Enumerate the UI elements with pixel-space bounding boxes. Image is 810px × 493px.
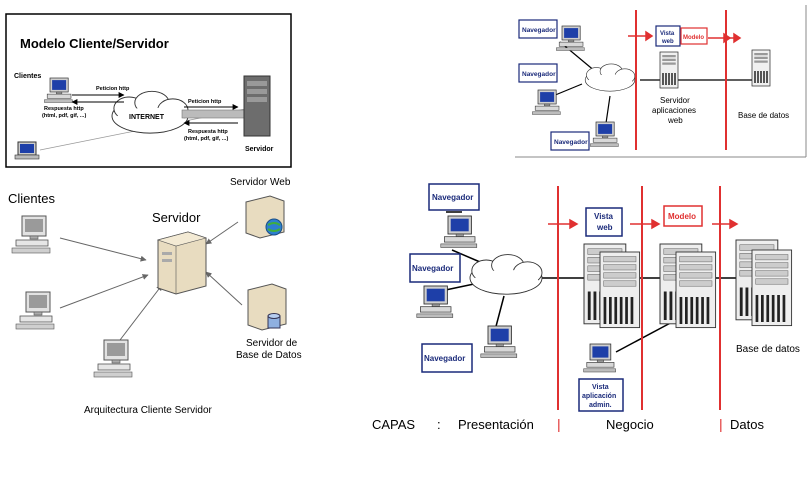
browser-box: Navegador [428,183,480,211]
response-label-left-1: Respuesta http [44,106,84,112]
client-computer-icon [480,325,518,358]
browser-box: Navegador [518,63,558,83]
database-server-icon [751,49,771,87]
panel-web-application-architecture: Navegador Navegador Navegador Vista web … [515,5,807,158]
client-computer-icon [583,343,616,373]
client-computer-icon [440,215,478,248]
panel2-db-server-label-2: Base de Datos [236,350,302,361]
browser-label: Navegador [424,354,465,363]
database-server-icon [247,283,287,331]
panel-client-server-model: Modelo Cliente/Servidor Clientes INTERNE… [5,13,292,168]
view-label-line1: Vista [594,212,614,221]
app-server-rack-icon [675,251,717,329]
panel2-caption: Arquitectura Cliente Servidor [84,405,213,416]
panel-layered-architecture: Navegador Navegador Navegador Vista web … [372,183,800,432]
model-box: Modelo [663,205,703,227]
layer-presentation-label: Presentación [458,417,534,432]
web-view-box: Vista web [655,25,681,47]
browser-label: Navegador [522,27,556,34]
request-label-left: Peticion http [96,86,130,92]
view-label-line2: web [661,39,674,45]
browser-box: Navegador [518,19,558,39]
admin-view-label-1: Vista [592,384,609,391]
app-server-label-1: Servidor [660,96,690,105]
globe-icon [265,218,283,236]
browser-box: Navegador [550,131,590,151]
internet-label: INTERNET [129,114,165,121]
model-box: Modelo [680,27,708,45]
panel2-web-server-label: Servidor Web [230,177,291,188]
database-label: Base de datos [736,344,800,355]
app-server-icon [659,51,679,89]
panel1-title: Modelo Cliente/Servidor [20,36,169,51]
model-label: Modelo [668,212,696,221]
request-label-right: Peticion http [188,99,222,105]
view-label-line1: Vista [660,31,675,37]
web-server-icon [245,195,285,239]
app-server-label-3: web [667,116,683,125]
admin-view-box: Vista aplicación admin. [578,378,624,412]
database-label: Base de datos [738,111,789,120]
panel2-db-server-label-1: Servidor de [246,338,298,349]
panel-client-server-architecture: Clientes Servidor Servidor Web Servidor … [8,177,302,416]
browser-box: Navegador [421,343,473,373]
response-label-right-2: (html, pdf, gif, ...) [184,136,228,142]
admin-view-label-2: aplicación [582,393,616,400]
client-computer-icon [93,339,133,378]
server-tower-icon [243,75,271,137]
panel2-clients-label: Clientes [8,191,55,206]
database-icon [267,313,281,329]
response-label-right-1: Respuesta http [188,129,228,135]
server-tower-icon [156,231,208,295]
panel1-server-label: Servidor [245,146,274,153]
network-cloud-icon [469,254,543,295]
laptop-icon [14,141,40,160]
view-label-line2: web [596,223,613,232]
response-label-left-2: (html, pdf, gif, ...) [42,113,86,119]
admin-view-label-3: admin. [589,402,612,409]
web-view-box: Vista web [585,207,623,237]
client-computer-icon [11,215,51,254]
layer-business-label: Negocio [606,417,654,432]
layers-colon: : [437,417,441,432]
client-computer-icon [15,291,55,330]
web-server-rack-icon [599,251,641,329]
browser-box: Navegador [409,253,461,283]
layer-data-label: Datos [730,417,764,432]
browser-label: Navegador [412,264,453,273]
browser-label: Navegador [432,193,473,202]
model-label: Modelo [683,35,704,41]
browser-label: Navegador [554,139,588,146]
app-server-label-2: aplicaciones [652,106,696,115]
layer-separator: | [557,416,561,432]
layers-label: CAPAS [372,417,415,432]
database-rack-icon [751,249,793,327]
panel1-clients-label: Clientes [14,73,41,80]
client-computer-icon [416,285,454,318]
browser-label: Navegador [522,71,556,78]
panel2-server-label: Servidor [152,210,201,225]
layer-separator: | [719,416,723,432]
